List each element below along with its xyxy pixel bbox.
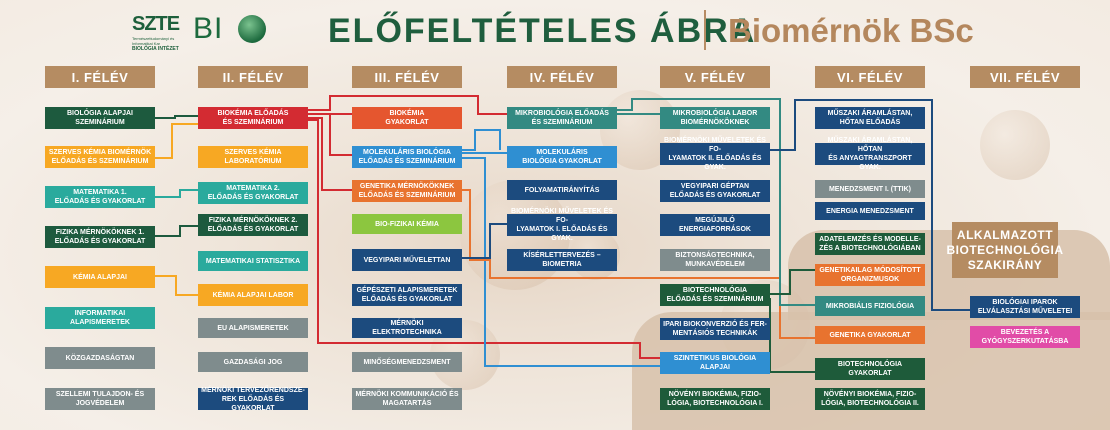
course-box: FIZIKA MÉRNÖKÖKNEK 2. ELŐADÁS ÉS GYAKORL… — [198, 214, 308, 236]
course-box: FIZIKA MÉRNÖKÖKNEK 1. ELŐADÁS ÉS GYAKORL… — [45, 226, 155, 248]
course-box: MENEDZSMENT I. (TTIK) — [815, 180, 925, 198]
course-box: IPARI BIOKONVERZIÓ ÉS FER- MENTÁSIÓS TEC… — [660, 318, 770, 340]
course-box: GENETIKAILAG MÓDOSÍTOTT ORGANIZMUSOK — [815, 264, 925, 286]
course-box: MIKROBIOLÓGIA LABOR BIOMÉRNÖKÖKNEK — [660, 107, 770, 129]
course-box: BIZTONSÁGTECHNIKA, MUNKAVÉDELEM — [660, 249, 770, 271]
course-box: MÉRNÖKI KOMMUNIKÁCIÓ ÉS MAGATARTÁS — [352, 388, 462, 410]
course-box: SZINTETIKUS BIOLÓGIA ALAPJAI — [660, 352, 770, 374]
course-box: NÖVÉNYI BIOKÉMIA, FIZIO- LÓGIA, BIOTECHN… — [660, 388, 770, 410]
course-box: ADATELEMZÉS ÉS MODELLE- ZÉS A BIOTECHNOL… — [815, 233, 925, 255]
semester-header-7: VII. FÉLÉV — [970, 66, 1080, 88]
course-box: KÍSÉRLETTERVEZÉS – BIOMETRIA — [507, 249, 617, 271]
connector-line — [770, 99, 970, 311]
course-box: MATEMATIKA 2. ELŐADÁS ÉS GYAKORLAT — [198, 182, 308, 204]
title-divider — [704, 10, 706, 50]
course-box: BIOTECHNOLÓGIA ELŐADÁS ÉS SZEMINÁRIUM — [660, 284, 770, 306]
course-box: MIKROBIOLÓGIA ELŐADÁS ÉS SZEMINÁRIUM — [507, 107, 617, 129]
course-box: BIOLÓGIA ALAPJAI SZEMINÁRIUM — [45, 107, 155, 129]
semester-header-2: II. FÉLÉV — [198, 66, 308, 88]
connector-line — [155, 123, 198, 159]
semester-header-6: VI. FÉLÉV — [815, 66, 925, 88]
connector-line — [769, 298, 815, 373]
szte-logo-subtitle: Természettudományi és Informatikai Kar — [132, 36, 175, 46]
page-title: ELŐFELTÉTELES ÁBRA — [328, 12, 757, 50]
szte-logo-institute: BIOLÓGIA INTÉZET — [132, 46, 179, 52]
course-box: BIOKÉMIA ELŐADÁS ÉS SZEMINÁRIUM — [198, 107, 308, 129]
course-box: MATEMATIKAI STATISZTIKA — [198, 251, 308, 271]
course-box: INFORMATIKAI ALAPISMERETEK — [45, 307, 155, 329]
course-box: GÉPÉSZETI ALAPISMERETEK ELŐADÁS ÉS GYAKO… — [352, 284, 462, 306]
course-box: BIOTECHNOLÓGIA GYAKORLAT — [815, 358, 925, 380]
course-box: VEGYIPARI GÉPTAN ELŐADÁS ÉS GYAKORLAT — [660, 180, 770, 202]
connector-line — [155, 189, 198, 198]
course-box: SZERVES KÉMIA BIOMÉRNÖK ELŐADÁS ÉS SZEMI… — [45, 146, 155, 168]
course-box: GENETIKA GYAKORLAT — [815, 326, 925, 344]
course-box: MÉRNÖKI ELEKTROTECHNIKA — [352, 318, 462, 338]
course-box: VEGYIPARI MŰVELETTAN — [352, 249, 462, 271]
course-box: KÖZGAZDASÁGTAN — [45, 347, 155, 369]
course-box: BIOKÉMIA GYAKORLAT — [352, 107, 462, 129]
connector-line — [770, 269, 815, 295]
decorative-bubble — [980, 110, 1050, 180]
course-box: BIOMÉRNÖKI MŰVELETEK ÉS FO- LYAMATOK II.… — [660, 137, 770, 171]
connector-line — [462, 157, 660, 367]
connector-line — [308, 113, 352, 156]
semester-header-5: V. FÉLÉV — [660, 66, 770, 88]
course-box: ENERGIA MENEDZSMENT — [815, 202, 925, 220]
course-box: MŰSZAKI ÁRAMLÁSTAN, HŐTAN ELŐADÁS — [815, 107, 925, 129]
course-box: MOLEKULÁRIS BIOLÓGIA GYAKORLAT — [507, 146, 617, 168]
course-box: KÉMIA ALAPJAI — [45, 266, 155, 288]
semester-header-3: III. FÉLÉV — [352, 66, 462, 88]
course-box: BIOMÉRNÖKI MŰVELETEK ÉS FO- LYAMATOK I. … — [507, 208, 617, 242]
course-box: MŰSZAKI ÁRAMLÁSTAN, HŐTAN ÉS ANYAGTRANSZ… — [815, 137, 925, 171]
course-box: BIOLÓGIAI IPAROK ELVÁLASZTÁSI MŰVELETEI — [970, 296, 1080, 318]
connector-line — [155, 115, 198, 119]
course-box: GAZDASÁGI JOG — [198, 352, 308, 372]
course-box: SZELLEMI TULAJDON- ÉS JOGVÉDELEM — [45, 388, 155, 410]
semester-header-4: IV. FÉLÉV — [507, 66, 617, 88]
bio-logo-text: BI — [193, 12, 224, 45]
course-box: SZERVES KÉMIA LABORATÓRIUM — [198, 146, 308, 168]
connector-line — [617, 98, 815, 306]
course-box: FOLYAMATIRÁNYÍTÁS — [507, 180, 617, 200]
course-box: MOLEKULÁRIS BIOLÓGIA ELŐADÁS ÉS SZEMINÁR… — [352, 146, 462, 168]
course-box: NÖVÉNYI BIOKÉMIA, FIZIO- LÓGIA, BIOTECHN… — [815, 388, 925, 410]
bio-logo-globe-icon — [238, 15, 266, 43]
course-box: EU ALAPISMERETEK — [198, 318, 308, 338]
program-title: Biomérnök BSc — [728, 12, 974, 49]
connector-line — [308, 117, 352, 191]
semester-header-1: I. FÉLÉV — [45, 66, 155, 88]
course-box: MÉRNÖKI TERVEZŐRENDSZE- REK ELŐADÁS ÉS G… — [198, 387, 308, 412]
connector-line — [308, 119, 660, 359]
course-box: MINŐSÉGMENEDZSMENT — [352, 352, 462, 372]
course-box: KÉMIA ALAPJAI LABOR — [198, 284, 308, 306]
course-box: GENETIKA MÉRNÖKÖKNEK ELŐADÁS ÉS SZEMINÁR… — [352, 180, 462, 202]
course-box: BEVEZETÉS A GYÓGYSZERKUTATÁSBA — [970, 326, 1080, 348]
szte-logo: SZTE Természettudományi és Informatikai … — [132, 13, 180, 52]
connector-line — [308, 95, 507, 115]
connector-line — [462, 189, 815, 339]
connector-line — [155, 275, 198, 296]
connector-line — [155, 225, 198, 237]
specialization-box: ALKALMAZOTT BIOTECHNOLÓGIA SZAKIRÁNY — [947, 222, 1063, 278]
course-box: MEGÚJULÓ ENERGIAFORRÁSOK — [660, 214, 770, 236]
connector-line — [462, 223, 507, 259]
course-box: MIKROBIÁLIS FIZIOLÓGIA — [815, 296, 925, 316]
course-box: MATEMATIKA 1. ELŐADÁS ÉS GYAKORLAT — [45, 186, 155, 208]
szte-logo-mark: SZTE — [132, 13, 180, 35]
course-box: BIO-FIZIKAI KÉMIA — [352, 214, 462, 234]
connector-line — [462, 129, 501, 151]
